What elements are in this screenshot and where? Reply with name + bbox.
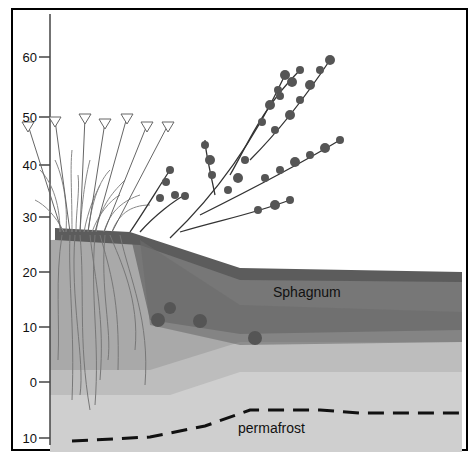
axis-number: 10 bbox=[23, 321, 37, 334]
axis-number: 10 bbox=[23, 432, 37, 445]
axis-number: 40 bbox=[23, 159, 37, 172]
axis-number: 30 bbox=[23, 211, 37, 224]
axis-number: 20 bbox=[23, 266, 37, 279]
axis-number: 0 bbox=[30, 376, 37, 389]
layer-label: permafrost bbox=[238, 421, 305, 435]
axis-number: 50 bbox=[23, 111, 37, 124]
layer-label: Sphagnum bbox=[273, 285, 341, 299]
axis-number: 60 bbox=[23, 51, 37, 64]
